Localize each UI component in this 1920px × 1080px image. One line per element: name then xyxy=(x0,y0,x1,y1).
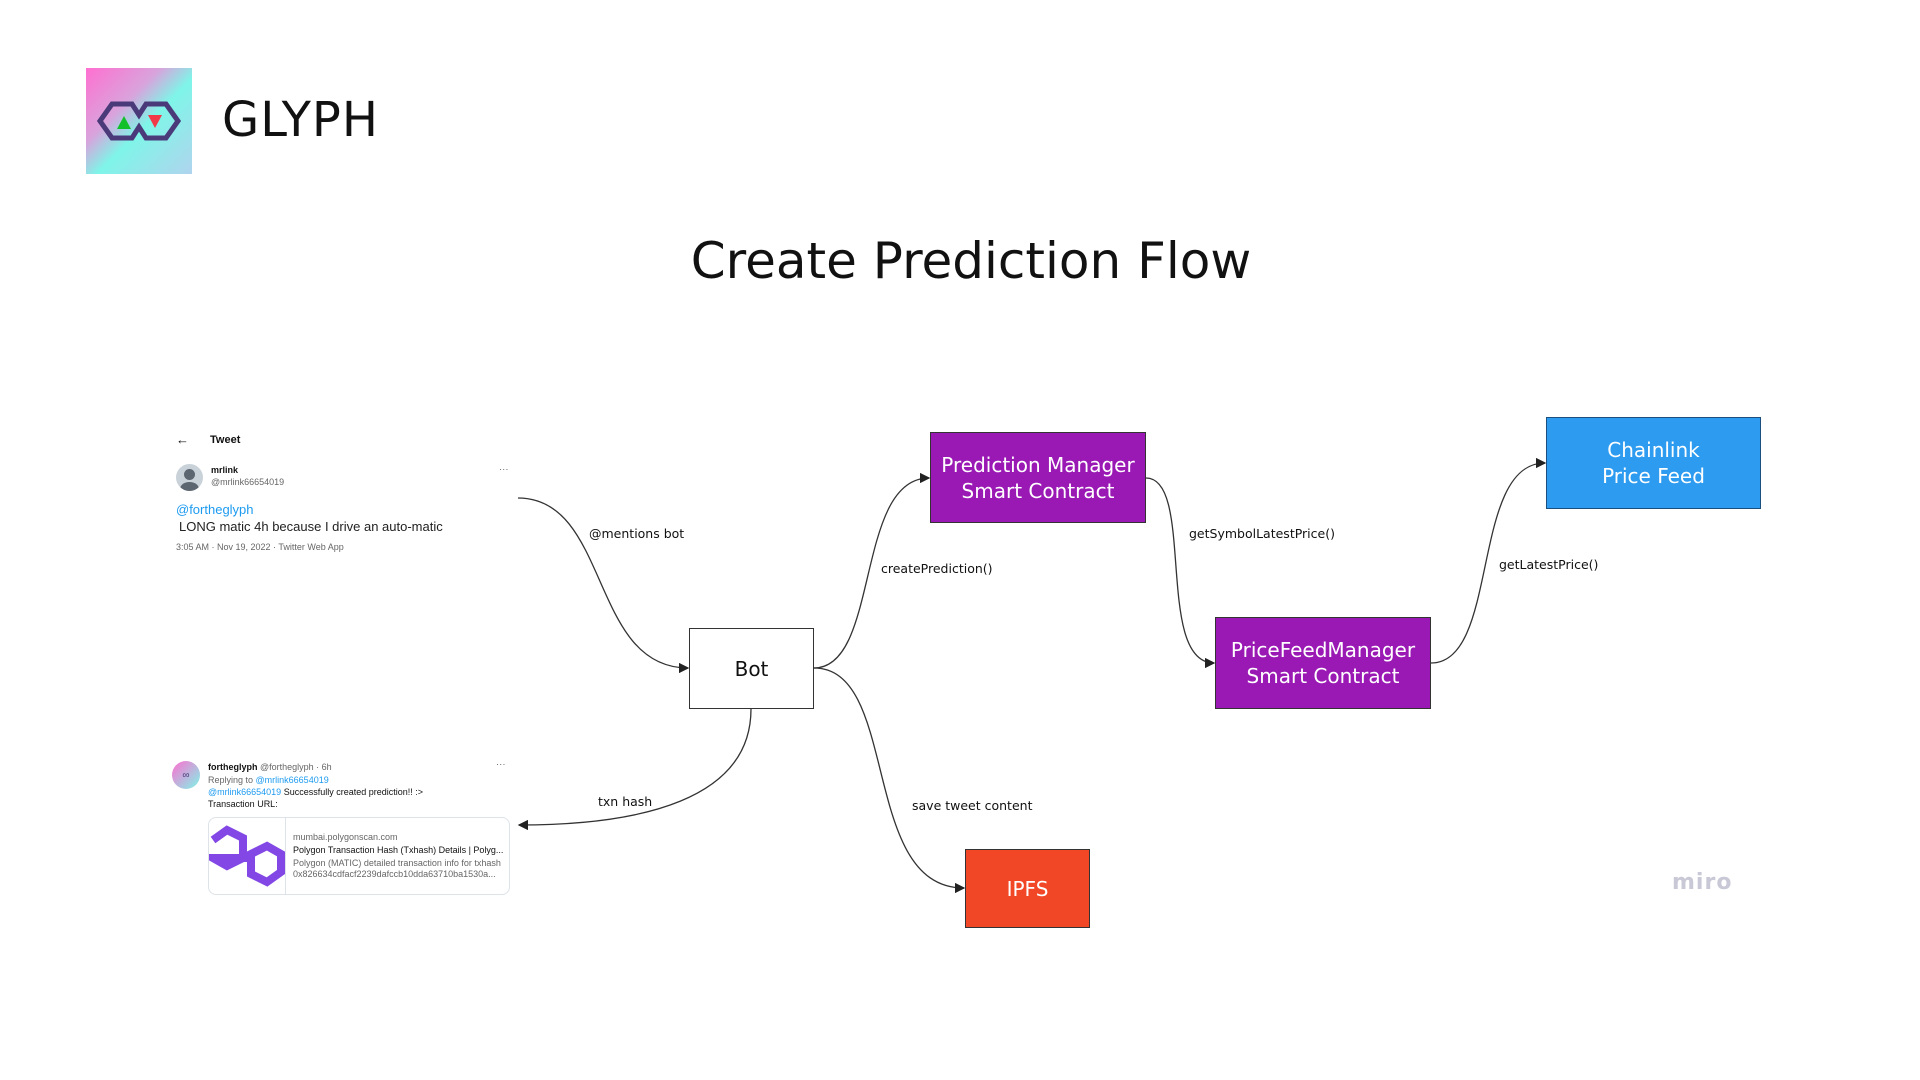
reply-line2: Transaction URL: xyxy=(208,799,278,809)
edge-mentions xyxy=(517,497,690,674)
card-domain: mumbai.polygonscan.com xyxy=(293,832,398,842)
card-desc: Polygon (MATIC) detailed transaction inf… xyxy=(293,858,501,868)
more-icon: ··· xyxy=(496,759,506,770)
link-card[interactable]: mumbai.polygonscan.com Polygon Transacti… xyxy=(208,817,510,895)
avatar xyxy=(176,464,203,491)
tweet-author: mrlink xyxy=(211,465,239,475)
edge-label: createPrediction() xyxy=(881,561,993,576)
card-desc: 0x826634cdfacf2239dafccb10dda63710ba1530… xyxy=(293,869,496,879)
node-label: Chainlink xyxy=(1607,438,1700,462)
edge-create-prediction xyxy=(813,472,931,669)
edge-label: @mentions bot xyxy=(589,526,685,541)
more-icon: ··· xyxy=(499,464,509,475)
reply-handle: @fortheglyph · 6h xyxy=(260,762,332,772)
edge-label: getSymbolLatestPrice() xyxy=(1189,526,1335,541)
glyph-logo xyxy=(86,68,192,174)
node-ipfs[interactable]: IPFS xyxy=(965,849,1090,928)
polygon-logo xyxy=(209,818,286,894)
brand-name: GLYPH xyxy=(222,92,379,148)
miro-watermark: miro xyxy=(1672,870,1733,895)
reply-body: Successfully created prediction!! :> xyxy=(281,787,424,797)
replying-to: Replying to @mrlink66654019 xyxy=(208,775,329,785)
node-label: Price Feed xyxy=(1602,464,1705,488)
node-label: Smart Contract xyxy=(1246,664,1400,688)
node-bot[interactable]: Bot xyxy=(689,628,814,709)
avatar: ∞ xyxy=(172,761,200,789)
replying-prefix: Replying to xyxy=(208,775,256,785)
tweet-header: Tweet xyxy=(210,434,241,446)
edge-txn-hash xyxy=(517,708,752,831)
diagram-title: Create Prediction Flow xyxy=(690,232,1252,290)
card-title: Polygon Transaction Hash (Txhash) Detail… xyxy=(293,845,504,855)
reply-text: @mrlink66654019 Successfully created pre… xyxy=(208,787,423,797)
edge-get-latest-price xyxy=(1430,457,1547,664)
tweet-screenshot: ← Tweet mrlink @mrlink66654019 ··· @fort… xyxy=(174,430,520,560)
node-label: Smart Contract xyxy=(961,478,1115,503)
edge-save-tweet xyxy=(813,667,966,894)
edge-label: save tweet content xyxy=(912,798,1033,813)
reply-mention[interactable]: @mrlink66654019 xyxy=(208,787,282,797)
edge-label: getLatestPrice() xyxy=(1499,557,1599,572)
replying-to-link[interactable]: @mrlink66654019 xyxy=(255,775,329,785)
node-label: Prediction Manager xyxy=(941,452,1135,477)
reply-screenshot: ∞ fortheglyph @fortheglyph · 6h ··· Repl… xyxy=(171,757,511,897)
reply-author: fortheglyph xyxy=(208,762,258,772)
edge-get-symbol-price xyxy=(1145,477,1216,669)
tweet-meta: 3:05 AM · Nov 19, 2022 · Twitter Web App xyxy=(176,542,344,552)
reply-header: fortheglyph @fortheglyph · 6h xyxy=(208,762,332,772)
node-label: IPFS xyxy=(1006,876,1049,901)
node-label: Bot xyxy=(734,656,769,681)
edge-label: txn hash xyxy=(598,794,653,809)
tweet-handle: @mrlink66654019 xyxy=(211,477,285,487)
tweet-mention: @fortheglyph xyxy=(176,502,254,517)
node-label: PriceFeedManager xyxy=(1230,638,1416,662)
back-arrow-icon: ← xyxy=(176,432,189,447)
tweet-text: LONG matic 4h because I drive an auto-ma… xyxy=(179,519,443,534)
